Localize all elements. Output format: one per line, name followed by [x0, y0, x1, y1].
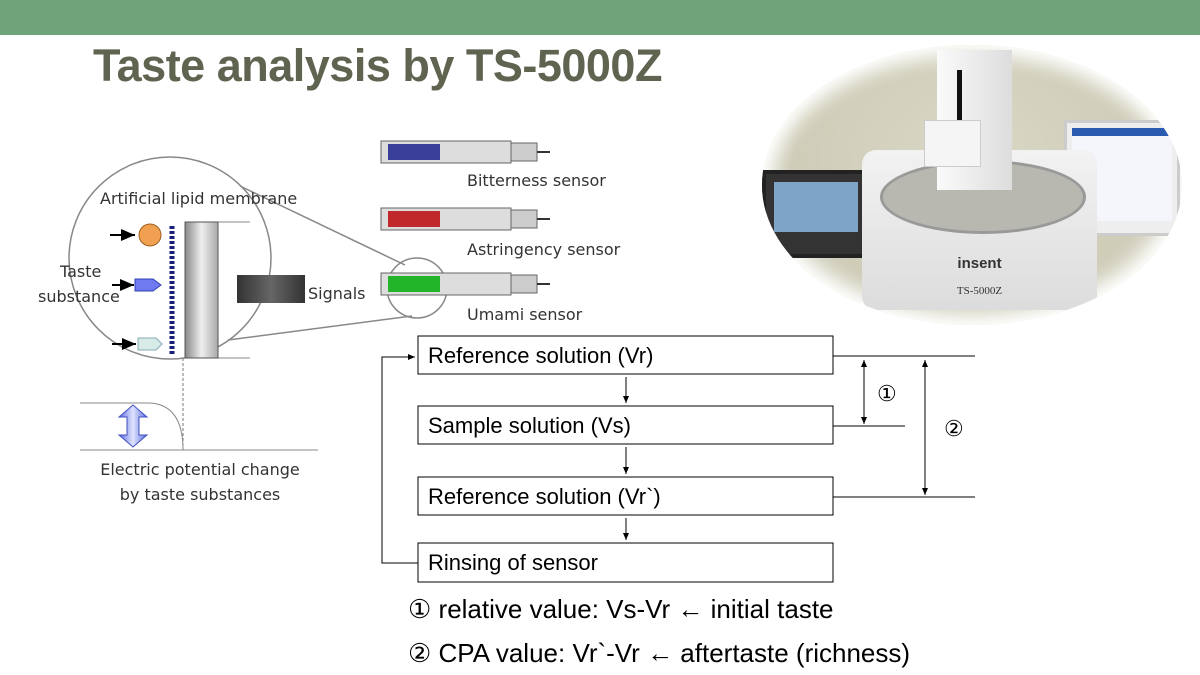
potential-label-2: by taste substances	[120, 485, 281, 504]
flow-step-sample: Sample solution (Vs)	[428, 413, 631, 438]
taste-label: Taste	[59, 262, 101, 281]
note-relative-value: ① relative value: Vs-Vr ← initial taste	[408, 594, 834, 624]
slide-title: Taste analysis by TS-5000Z	[93, 40, 662, 91]
sensor-label: Bitterness sensor	[467, 171, 606, 190]
sensor-umami	[380, 272, 550, 296]
membrane-label: Artificial lipid membrane	[100, 189, 297, 208]
double-arrow-icon	[117, 404, 149, 448]
sensor-astringency	[380, 207, 550, 231]
flow-step-reference: Reference solution (Vr)	[428, 343, 653, 368]
sensor-label: Umami sensor	[467, 305, 583, 324]
sensor-bitterness	[380, 140, 550, 164]
header-bar	[0, 0, 1200, 35]
signals-label: Signals	[308, 284, 365, 303]
sensor-head	[924, 120, 981, 167]
potential-label-1: Electric potential change	[100, 460, 300, 479]
signal-block	[237, 275, 305, 303]
potential-graph	[80, 402, 318, 451]
flow-step-reference-after: Reference solution (Vr`)	[428, 484, 661, 509]
substance-label: substance	[38, 287, 120, 306]
analyzer-body: insent TS-5000Z	[862, 150, 1097, 310]
membrane-zoom-circle	[68, 156, 448, 450]
marker-1: ①	[877, 381, 897, 406]
ts5000z-photo: insent TS-5000Z	[762, 45, 1182, 325]
model-logo: TS-5000Z	[956, 285, 1003, 297]
monitor-left	[762, 170, 870, 258]
brand-logo: insent	[957, 255, 1002, 272]
note-cpa-value: ② CPA value: Vr`-Vr ← aftertaste (richne…	[408, 638, 911, 668]
marker-2: ②	[944, 416, 964, 441]
flowchart	[381, 335, 975, 583]
sensor-label: Astringency sensor	[467, 240, 621, 259]
taste-substance-icons	[110, 223, 163, 351]
flow-step-rinsing: Rinsing of sensor	[428, 550, 598, 575]
